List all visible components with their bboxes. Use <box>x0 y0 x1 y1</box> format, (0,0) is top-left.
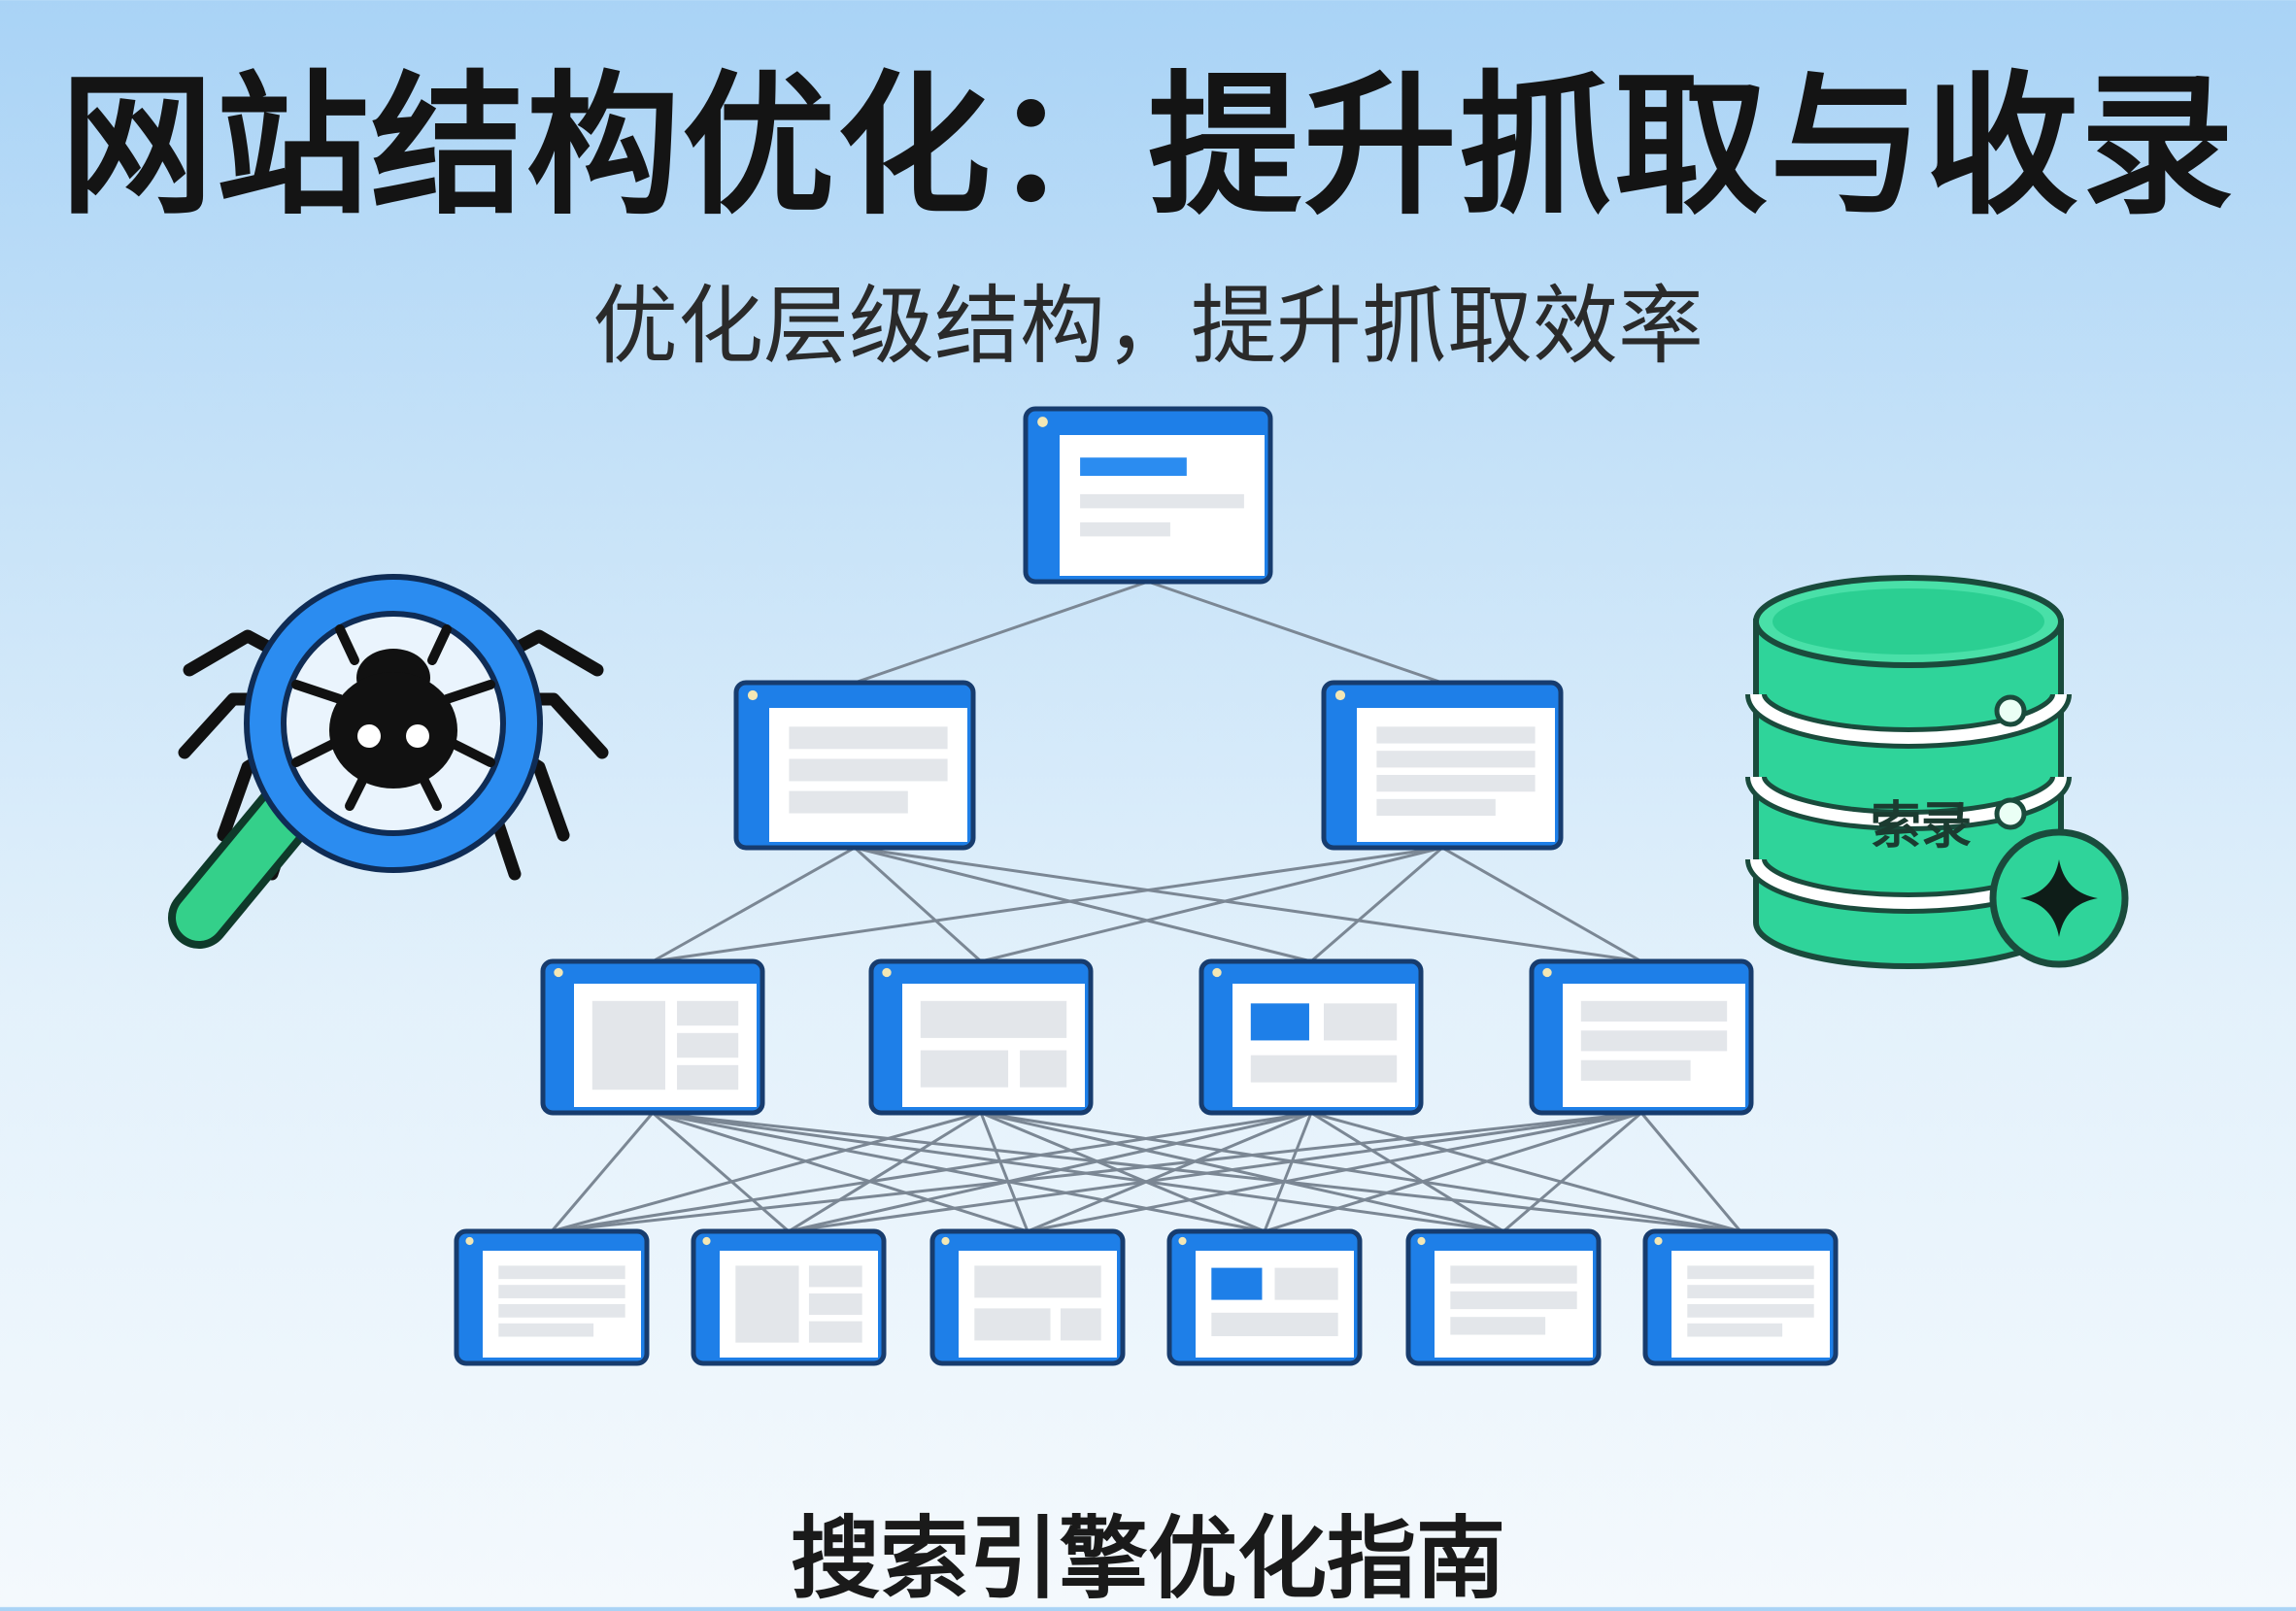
hierarchy-link <box>980 1111 1741 1233</box>
hierarchy-link <box>788 1111 1312 1233</box>
hierarchy-link <box>980 1111 1504 1233</box>
webpage-icon <box>454 1228 650 1366</box>
hierarchy-link <box>1310 1111 1741 1233</box>
hierarchy-link <box>652 1111 1504 1233</box>
hierarchy-link <box>551 1111 1642 1233</box>
subtitle: 优化层级结构，提升抓取效率 <box>591 276 1704 376</box>
hierarchy-link <box>854 846 1642 963</box>
hierarchy-link <box>853 846 983 963</box>
webpage-icon <box>1529 958 1754 1116</box>
webpage-icon <box>1199 958 1424 1116</box>
hierarchy-link <box>1263 1112 1313 1232</box>
webpage-icon <box>691 1228 887 1366</box>
hierarchy-link <box>652 846 856 963</box>
hierarchy-link <box>980 846 1443 963</box>
webpage-icon <box>1642 1228 1839 1366</box>
hierarchy-link <box>979 1112 1030 1232</box>
hierarchy-link <box>652 1111 790 1233</box>
webpage-icon <box>868 958 1094 1116</box>
page-hierarchy <box>454 406 1839 1366</box>
hierarchy-link <box>1503 1111 1642 1233</box>
database-icon: 索录 <box>1745 575 2072 969</box>
main-title: 网站结构优化：提升抓取与收录 <box>60 57 2236 236</box>
hierarchy-link <box>652 846 1443 963</box>
webpage-icon <box>929 1228 1126 1366</box>
footer-title: 搜索引擎优化指南 <box>790 1507 1505 1611</box>
hierarchy-link <box>1147 580 1443 685</box>
hierarchy-link <box>652 1111 1741 1233</box>
sparkle-icon <box>1989 828 2129 968</box>
hierarchy-link <box>1310 1111 1504 1233</box>
spider-magnifier-illustration <box>168 574 609 949</box>
hierarchy-link <box>652 1111 1029 1233</box>
link-lines <box>550 580 1742 1233</box>
hierarchy-link <box>1639 1112 1742 1232</box>
webpage-icon <box>1166 1228 1363 1366</box>
hierarchy-link <box>1027 1111 1642 1233</box>
webpage-icon <box>733 680 976 851</box>
webpage-icon <box>1321 680 1564 851</box>
hierarchy-link <box>652 1111 1266 1233</box>
webpage-icon <box>1405 1228 1602 1366</box>
hierarchy-link <box>551 1111 1312 1233</box>
webpage-icon <box>1023 406 1273 585</box>
hierarchy-link <box>1441 846 1642 963</box>
webpage-icon <box>540 958 765 1116</box>
hierarchy-link <box>788 1111 1642 1233</box>
hierarchy-link <box>854 580 1149 685</box>
hierarchy-link <box>1027 1111 1312 1233</box>
hierarchy-link <box>854 846 1312 963</box>
hierarchy-link <box>550 1112 655 1232</box>
hierarchy-link <box>1264 1111 1642 1233</box>
hierarchy-link <box>980 1111 1266 1233</box>
hierarchy-link <box>1310 846 1443 963</box>
hierarchy-link <box>788 1111 982 1233</box>
hierarchy-link <box>551 1111 982 1233</box>
database-label: 索录 <box>1871 797 1972 856</box>
